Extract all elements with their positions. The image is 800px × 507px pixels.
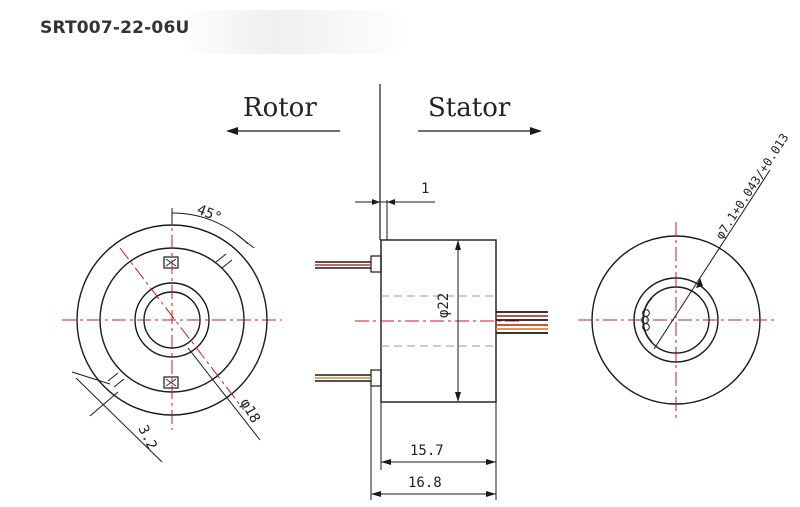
rotor-label: Rotor	[243, 93, 317, 123]
gap-value: 1	[421, 181, 429, 197]
gap-dimension	[355, 199, 435, 240]
side-view-hidden-lines	[381, 295, 496, 347]
body-length-value: 15.7	[410, 443, 444, 459]
hole-size-value: 3.2	[134, 423, 159, 453]
hole-size-dimension	[71, 371, 163, 463]
angle-dimension	[171, 208, 255, 249]
stator-label: Stator	[428, 93, 511, 123]
rotor-centerlines	[62, 210, 282, 430]
stator-wires	[496, 311, 548, 334]
hole-pitch-leader	[187, 347, 261, 441]
stator-centerlines	[578, 222, 775, 418]
title-highlight	[180, 10, 410, 54]
hole-pitch-value: φ18	[237, 396, 264, 426]
total-length-dimension	[370, 386, 497, 500]
outer-diameter-value: φ22	[436, 293, 452, 318]
total-length-value: 16.8	[408, 475, 442, 491]
bore-diameter-value: φ7.1+0.043/+0.013	[713, 131, 792, 242]
page-title: SRT007-22-06U	[40, 18, 190, 38]
rotor-wires-bottom	[315, 374, 371, 382]
rotor-wires-top	[315, 261, 371, 269]
body-length-dimension	[380, 402, 497, 470]
rotor-arrow	[226, 127, 340, 135]
stator-arrow	[418, 127, 542, 135]
angle-value: 45°	[195, 202, 224, 226]
outer-diameter-dimension	[455, 240, 461, 402]
bore-diameter-leader	[653, 169, 771, 350]
